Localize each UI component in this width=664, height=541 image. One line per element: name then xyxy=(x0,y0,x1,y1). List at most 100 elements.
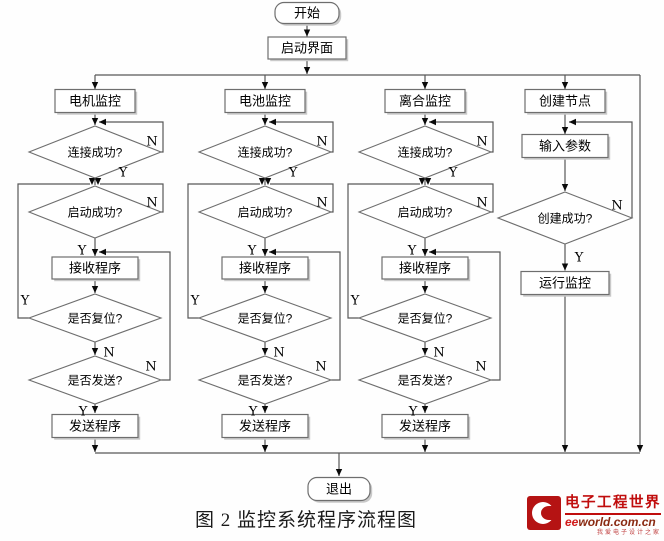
edge-topbus-to-clutch xyxy=(421,75,429,89)
node-label-c1-start-ok: 启动成功? xyxy=(68,205,123,219)
edge-c1-start-to-recv xyxy=(91,238,99,256)
node-label-clutch-monitor: 离合监控 xyxy=(399,94,451,109)
branch-label-y-3: Y xyxy=(20,294,30,309)
node-c2-start-ok: 启动成功? xyxy=(197,185,333,239)
branch-label-n-2: N xyxy=(146,196,157,211)
node-label-motor-monitor: 电机监控 xyxy=(69,94,121,109)
node-create-node: 创建节点 xyxy=(524,88,608,115)
branch-label-y-15: Y xyxy=(248,405,258,420)
eeworld-brand-name: 电子工程世界 xyxy=(565,496,661,515)
edge-c2-start-to-recv xyxy=(261,238,269,256)
edge-c1-recv-to-reset xyxy=(91,279,99,293)
edge-topbus-to-motor xyxy=(91,75,99,89)
edge-input-to-createok xyxy=(561,157,569,191)
node-label-run-monitor: 运行监控 xyxy=(539,276,591,291)
edge-c1-send-to-bus xyxy=(91,437,99,452)
eeworld-domain: eeworld.com.cn xyxy=(565,516,661,528)
branch-label-n-18: N xyxy=(476,196,487,211)
node-exit: 退出 xyxy=(307,476,373,503)
edge-c2-sendq-to-send xyxy=(261,404,269,413)
edge-c1-connect-to-start xyxy=(88,178,102,185)
node-c2-send-q: 是否发送? xyxy=(197,355,333,405)
node-label-c2-recv: 接收程序 xyxy=(239,261,291,276)
node-c1-send: 发送程序 xyxy=(51,413,141,440)
branch-label-n-21: N xyxy=(433,346,444,361)
branch-label-n-22: N xyxy=(475,360,486,375)
node-c3-start-ok: 启动成功? xyxy=(357,185,493,239)
node-c1-connect-ok: 连接成功? xyxy=(27,125,163,179)
edge-c3-sendq-n-loop xyxy=(429,248,501,381)
node-label-c2-reset-q: 是否复位? xyxy=(238,310,293,325)
edge-c3-send-to-bus xyxy=(421,437,429,452)
node-c2-send: 发送程序 xyxy=(221,413,311,440)
eeworld-c-icon xyxy=(527,496,561,530)
branch-label-y-9: Y xyxy=(288,166,298,181)
eeworld-domain-rest: world.com.cn xyxy=(578,514,656,529)
node-c3-send: 发送程序 xyxy=(381,413,471,440)
branch-label-y-1: Y xyxy=(118,166,128,181)
branch-label-y-7: Y xyxy=(78,405,88,420)
branch-label-n-10: N xyxy=(316,196,327,211)
node-label-c1-send-q: 是否发送? xyxy=(68,372,123,387)
edge-topbus-to-create xyxy=(561,75,569,89)
branch-label-n-6: N xyxy=(145,360,156,375)
node-c1-send-q: 是否发送? xyxy=(27,355,163,405)
edge-c2-send-to-bus xyxy=(261,437,269,452)
node-clutch-monitor: 离合监控 xyxy=(384,88,468,115)
node-init: 启动界面 xyxy=(267,36,349,62)
edge-bus-to-exit xyxy=(335,453,343,476)
branch-label-y-23: Y xyxy=(408,405,418,420)
eeworld-slogan: 我爱电子设计之家 xyxy=(596,529,661,536)
node-label-create-node: 创建节点 xyxy=(539,94,591,109)
eeworld-domain-ee: ee xyxy=(565,514,579,529)
branch-label-y-4: Y xyxy=(77,244,87,259)
node-label-exit: 退出 xyxy=(326,482,352,497)
edge-c3-reset-y-loop xyxy=(347,183,420,319)
node-label-c2-send: 发送程序 xyxy=(239,419,291,434)
flowchart-canvas: 开始启动界面电机监控电池监控离合监控创建节点连接成功?启动成功?接收程序是否复位… xyxy=(17,1,644,503)
branch-label-y-17: Y xyxy=(448,166,458,181)
figure-caption: 图 2 监控系统程序流程图 xyxy=(194,510,417,531)
node-c2-recv: 接收程序 xyxy=(221,256,311,282)
node-c3-connect-ok: 连接成功? xyxy=(357,125,493,179)
node-label-start: 开始 xyxy=(294,6,320,21)
node-c3-reset-q: 是否复位? xyxy=(357,293,493,343)
node-input-params: 输入参数 xyxy=(521,133,611,160)
edge-c1-reset-y-loop xyxy=(17,183,90,319)
edge-run-to-bus xyxy=(561,294,569,452)
node-label-c1-reset-q: 是否复位? xyxy=(68,310,123,325)
branch-label-n-8: N xyxy=(316,135,327,150)
node-run-monitor: 运行监控 xyxy=(520,270,612,297)
edge-create-n-loop xyxy=(569,118,633,218)
edge-c2-reset-y-loop xyxy=(187,183,260,319)
node-label-c3-recv: 接收程序 xyxy=(399,261,451,276)
node-c3-send-q: 是否发送? xyxy=(357,355,493,405)
node-label-c2-start-ok: 启动成功? xyxy=(238,205,293,219)
eeworld-watermark: 电子工程世界 eeworld.com.cn 我爱电子设计之家 xyxy=(527,496,661,536)
node-label-init: 启动界面 xyxy=(281,41,333,56)
branch-label-n-16: N xyxy=(476,135,487,150)
branch-label-n-24: N xyxy=(611,199,622,214)
branch-label-y-25: Y xyxy=(574,251,584,266)
node-label-c2-connect-ok: 连接成功? xyxy=(238,144,293,159)
edge-c2-recv-to-reset xyxy=(261,279,269,293)
edge-c3-reset-to-sendq xyxy=(421,342,429,355)
branch-label-n-0: N xyxy=(146,135,157,150)
node-c2-reset-q: 是否复位? xyxy=(197,293,333,343)
node-c3-recv: 接收程序 xyxy=(381,256,471,282)
node-start: 开始 xyxy=(274,1,342,26)
edge-c2-sendq-n-loop xyxy=(269,248,341,381)
edge-topbus-to-battery xyxy=(261,75,269,89)
node-label-c1-connect-ok: 连接成功? xyxy=(68,144,123,159)
node-label-c3-start-ok: 启动成功? xyxy=(398,205,453,219)
node-create-ok: 创建成功? xyxy=(496,191,634,245)
edge-c3-recv-to-reset xyxy=(421,279,429,293)
branch-label-y-20: Y xyxy=(407,244,417,259)
node-c1-recv: 接收程序 xyxy=(51,256,141,282)
node-label-c3-reset-q: 是否复位? xyxy=(398,310,453,325)
branch-label-n-5: N xyxy=(103,346,114,361)
edge-c1-reset-to-sendq xyxy=(91,342,99,355)
edge-c2-reset-to-sendq xyxy=(261,342,269,355)
branch-label-y-19: Y xyxy=(350,294,360,309)
